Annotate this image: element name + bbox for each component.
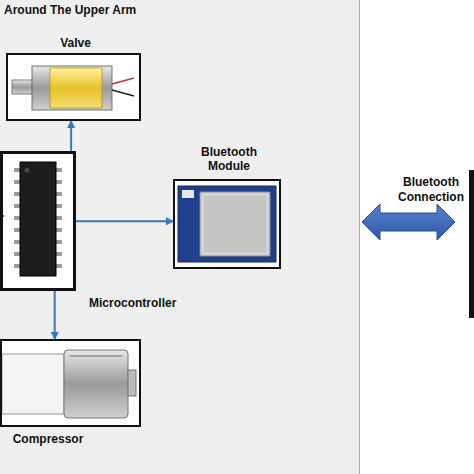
group-heading: Around The Upper Arm <box>4 3 224 17</box>
signal-arrow <box>70 121 72 151</box>
module-picture <box>174 180 280 268</box>
part-label: Bluetooth Module <box>189 145 269 173</box>
compressor-box: Compressor <box>0 339 141 427</box>
valve-box: Valve <box>6 53 141 121</box>
part-label: Compressor <box>2 432 94 446</box>
part-label: Microcontroller <box>89 296 209 310</box>
input-wire <box>0 215 4 217</box>
remote-device-edge <box>469 170 474 318</box>
compressor-picture <box>1 340 141 426</box>
module-box: Bluetooth Module <box>173 179 281 269</box>
valve-picture <box>6 54 140 120</box>
microcontroller-box: Microcontroller <box>0 151 76 291</box>
link-label: Bluetooth Connection <box>388 175 474 205</box>
chip-picture <box>1 152 75 290</box>
group-panel: Around The Upper ArmValveMicrocontroller… <box>0 0 360 474</box>
part-label: Valve <box>8 36 143 50</box>
wireless-arrow <box>362 204 455 240</box>
signal-arrow <box>54 291 56 339</box>
signal-arrow <box>76 220 173 222</box>
